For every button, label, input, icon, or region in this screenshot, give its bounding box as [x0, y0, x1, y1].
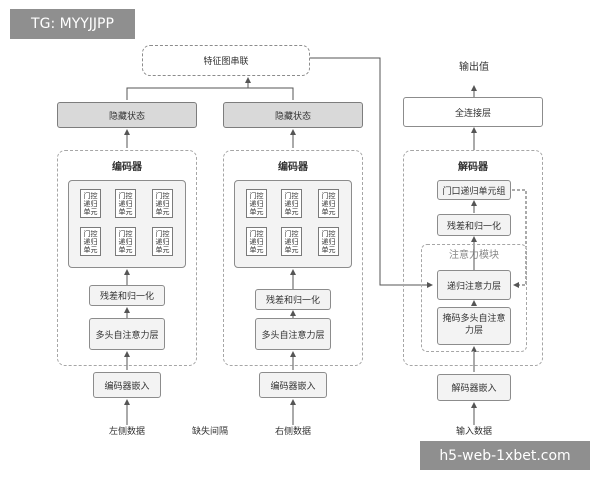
gru-group-label: 门口递归单元组: [442, 186, 506, 197]
left-residual-norm-box: 残差和归一化: [89, 285, 165, 306]
right-gru-cell-5: 门控 递归 单元: [281, 227, 302, 256]
watermark-top: TG: MYYJJPP: [10, 9, 135, 39]
decoder-embedding-label: 解码器嵌入: [451, 384, 497, 394]
left-hidden-state-label: 隐藏状态: [108, 111, 145, 122]
attention-module-title: 注意力模块: [449, 250, 499, 261]
gru-group-box: 门口递归单元组: [437, 180, 511, 200]
missing-interval-label: 缺失间隔: [191, 427, 228, 437]
fc-layer-label: 全连接层: [454, 108, 491, 119]
left-gru-cell-1: 门控 递归 单元: [80, 189, 101, 218]
decoder-container: [403, 150, 543, 366]
left-mhsa-label: 多头自注意力层: [95, 330, 159, 341]
decoder-input-label: 输入数据: [455, 427, 492, 437]
right-gru-cell-6: 门控 递归 单元: [318, 227, 339, 256]
left-embedding-box: 编码器嵌入: [93, 372, 161, 398]
right-input-label: 右侧数据: [274, 427, 311, 437]
right-embedding-box: 编码器嵌入: [259, 372, 327, 398]
right-embedding-label: 编码器嵌入: [270, 381, 316, 392]
watermark-bottom: h5-web-1xbet.com: [420, 441, 590, 470]
left-encoder-title: 编码器: [112, 162, 142, 173]
right-encoder-title: 编码器: [278, 162, 308, 173]
output-label: 输出值: [459, 62, 489, 73]
decoder-title: 解码器: [458, 162, 488, 173]
right-residual-norm-label: 残差和归一化: [265, 296, 320, 306]
left-gru-cell-2: 门控 递归 单元: [115, 189, 136, 218]
attention-module-container: [421, 244, 527, 352]
right-residual-norm-box: 残差和归一化: [255, 289, 331, 310]
left-hidden-state-box: 隐藏状态: [57, 102, 197, 128]
left-gru-cell-4: 门控 递归 单元: [80, 227, 101, 256]
decoder-residual-norm-label: 残差和归一化: [446, 221, 501, 232]
right-hidden-state-box: 隐藏状态: [223, 102, 363, 128]
watermark-bottom-text: h5-web-1xbet.com: [439, 447, 571, 464]
left-embedding-label: 编码器嵌入: [104, 381, 150, 392]
right-mhsa-box: 多头自注意力层: [255, 318, 331, 350]
left-gru-cell-5: 门控 递归 单元: [115, 227, 136, 256]
right-encoder-container: [223, 150, 363, 366]
right-gru-cell-1: 门控 递归 单元: [246, 189, 267, 218]
feature-concat-label: 特征图串联: [203, 57, 249, 67]
decoder-residual-norm-box: 残差和归一化: [437, 214, 511, 236]
recurrent-attention-box: 递归注意力层: [437, 270, 511, 300]
watermark-top-text: TG: MYYJJPP: [31, 16, 114, 32]
masked-mhsa-label: 掩码多头自注意力层: [442, 314, 506, 336]
left-encoder-container: [57, 150, 197, 366]
left-gru-cell-6: 门控 递归 单元: [152, 227, 173, 256]
right-gru-cell-4: 门控 递归 单元: [246, 227, 267, 256]
decoder-embedding-box: 解码器嵌入: [437, 374, 511, 401]
right-gru-cell-3: 门控 递归 单元: [318, 189, 339, 218]
masked-mhsa-box: 掩码多头自注意力层: [437, 307, 511, 345]
right-hidden-state-label: 隐藏状态: [274, 111, 311, 122]
fc-layer-box: 全连接层: [403, 97, 543, 127]
right-gru-cell-2: 门控 递归 单元: [281, 189, 302, 218]
left-gru-cell-3: 门控 递归 单元: [152, 189, 173, 218]
left-residual-norm-label: 残差和归一化: [99, 292, 154, 302]
feature-concat-box: 特征图串联: [142, 45, 310, 76]
right-mhsa-label: 多头自注意力层: [261, 330, 325, 341]
recurrent-attention-label: 递归注意力层: [446, 281, 501, 292]
left-input-label: 左侧数据: [108, 427, 145, 437]
left-mhsa-box: 多头自注意力层: [89, 318, 165, 350]
